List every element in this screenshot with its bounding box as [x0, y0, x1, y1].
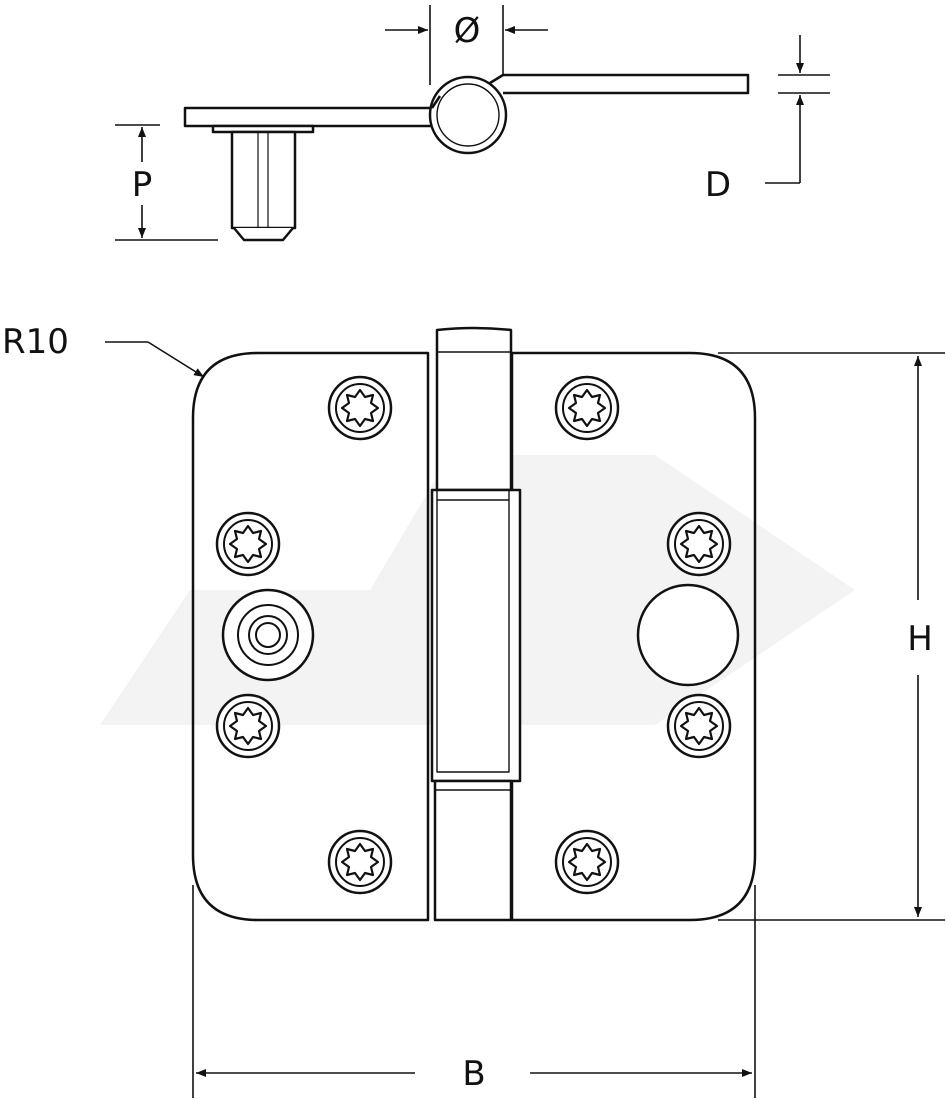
width-label: B [462, 1054, 485, 1094]
knuckle-top [435, 326, 513, 492]
diameter-label: Ø [454, 11, 481, 51]
diameter-dimension [385, 5, 548, 85]
width-dimension [192, 885, 756, 1098]
knuckle-middle [430, 488, 522, 783]
hinge-front-view [191, 326, 757, 922]
height-dimension [718, 352, 945, 921]
left-leaf [191, 351, 430, 922]
radius-label: R10 [2, 322, 69, 362]
pin-projection-label: P [132, 165, 153, 205]
right-leaf [510, 351, 757, 922]
hinge-top-view [183, 73, 750, 242]
height-label: H [907, 619, 933, 659]
security-pin [221, 588, 315, 682]
knuckle-bottom [433, 779, 513, 922]
radius-leader [105, 341, 205, 378]
pin-projection-dimension [115, 124, 218, 241]
thickness-dimension [765, 35, 830, 184]
security-pin-hole [636, 583, 740, 687]
thickness-label: D [705, 165, 731, 205]
